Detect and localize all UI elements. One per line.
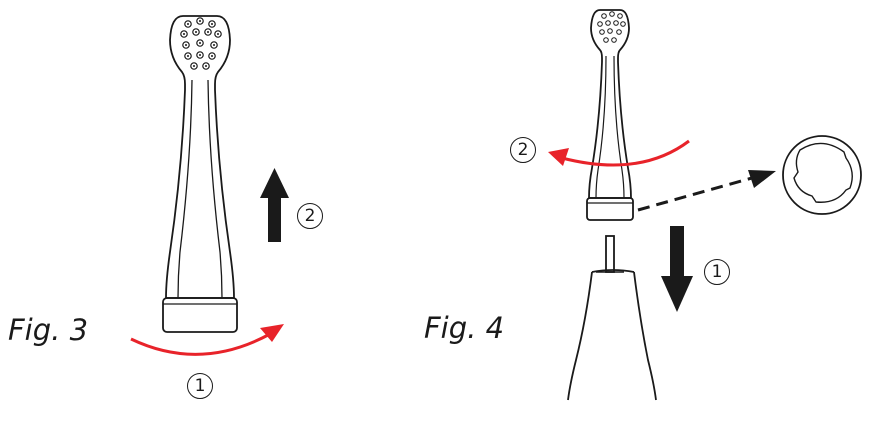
fig3-up-arrow-icon: [260, 168, 289, 242]
fig4-rotate-arrow-icon: [548, 139, 690, 167]
fig3-step-lift-badge: 2: [297, 203, 323, 229]
fig3-step-turn-badge: 1: [187, 373, 213, 399]
fig4-handle-shaft-icon: [567, 235, 657, 401]
fig3-caption: Fig. 3: [8, 313, 89, 347]
fig3-rotate-arrow-icon: [130, 324, 284, 356]
fig4-step-lift-badge: 1: [704, 259, 730, 285]
fig4-ring-detail-icon: [782, 135, 862, 215]
fig4-brush-head-icon: [586, 9, 634, 221]
fig4-down-arrow-icon: [661, 226, 693, 312]
fig4-caption: Fig. 4: [424, 311, 505, 345]
fig3-brush-head-icon: [162, 15, 238, 333]
fig4-step-turn-badge: 2: [510, 137, 536, 163]
fig4-dashed-pointer-arrow-icon: [637, 170, 776, 212]
